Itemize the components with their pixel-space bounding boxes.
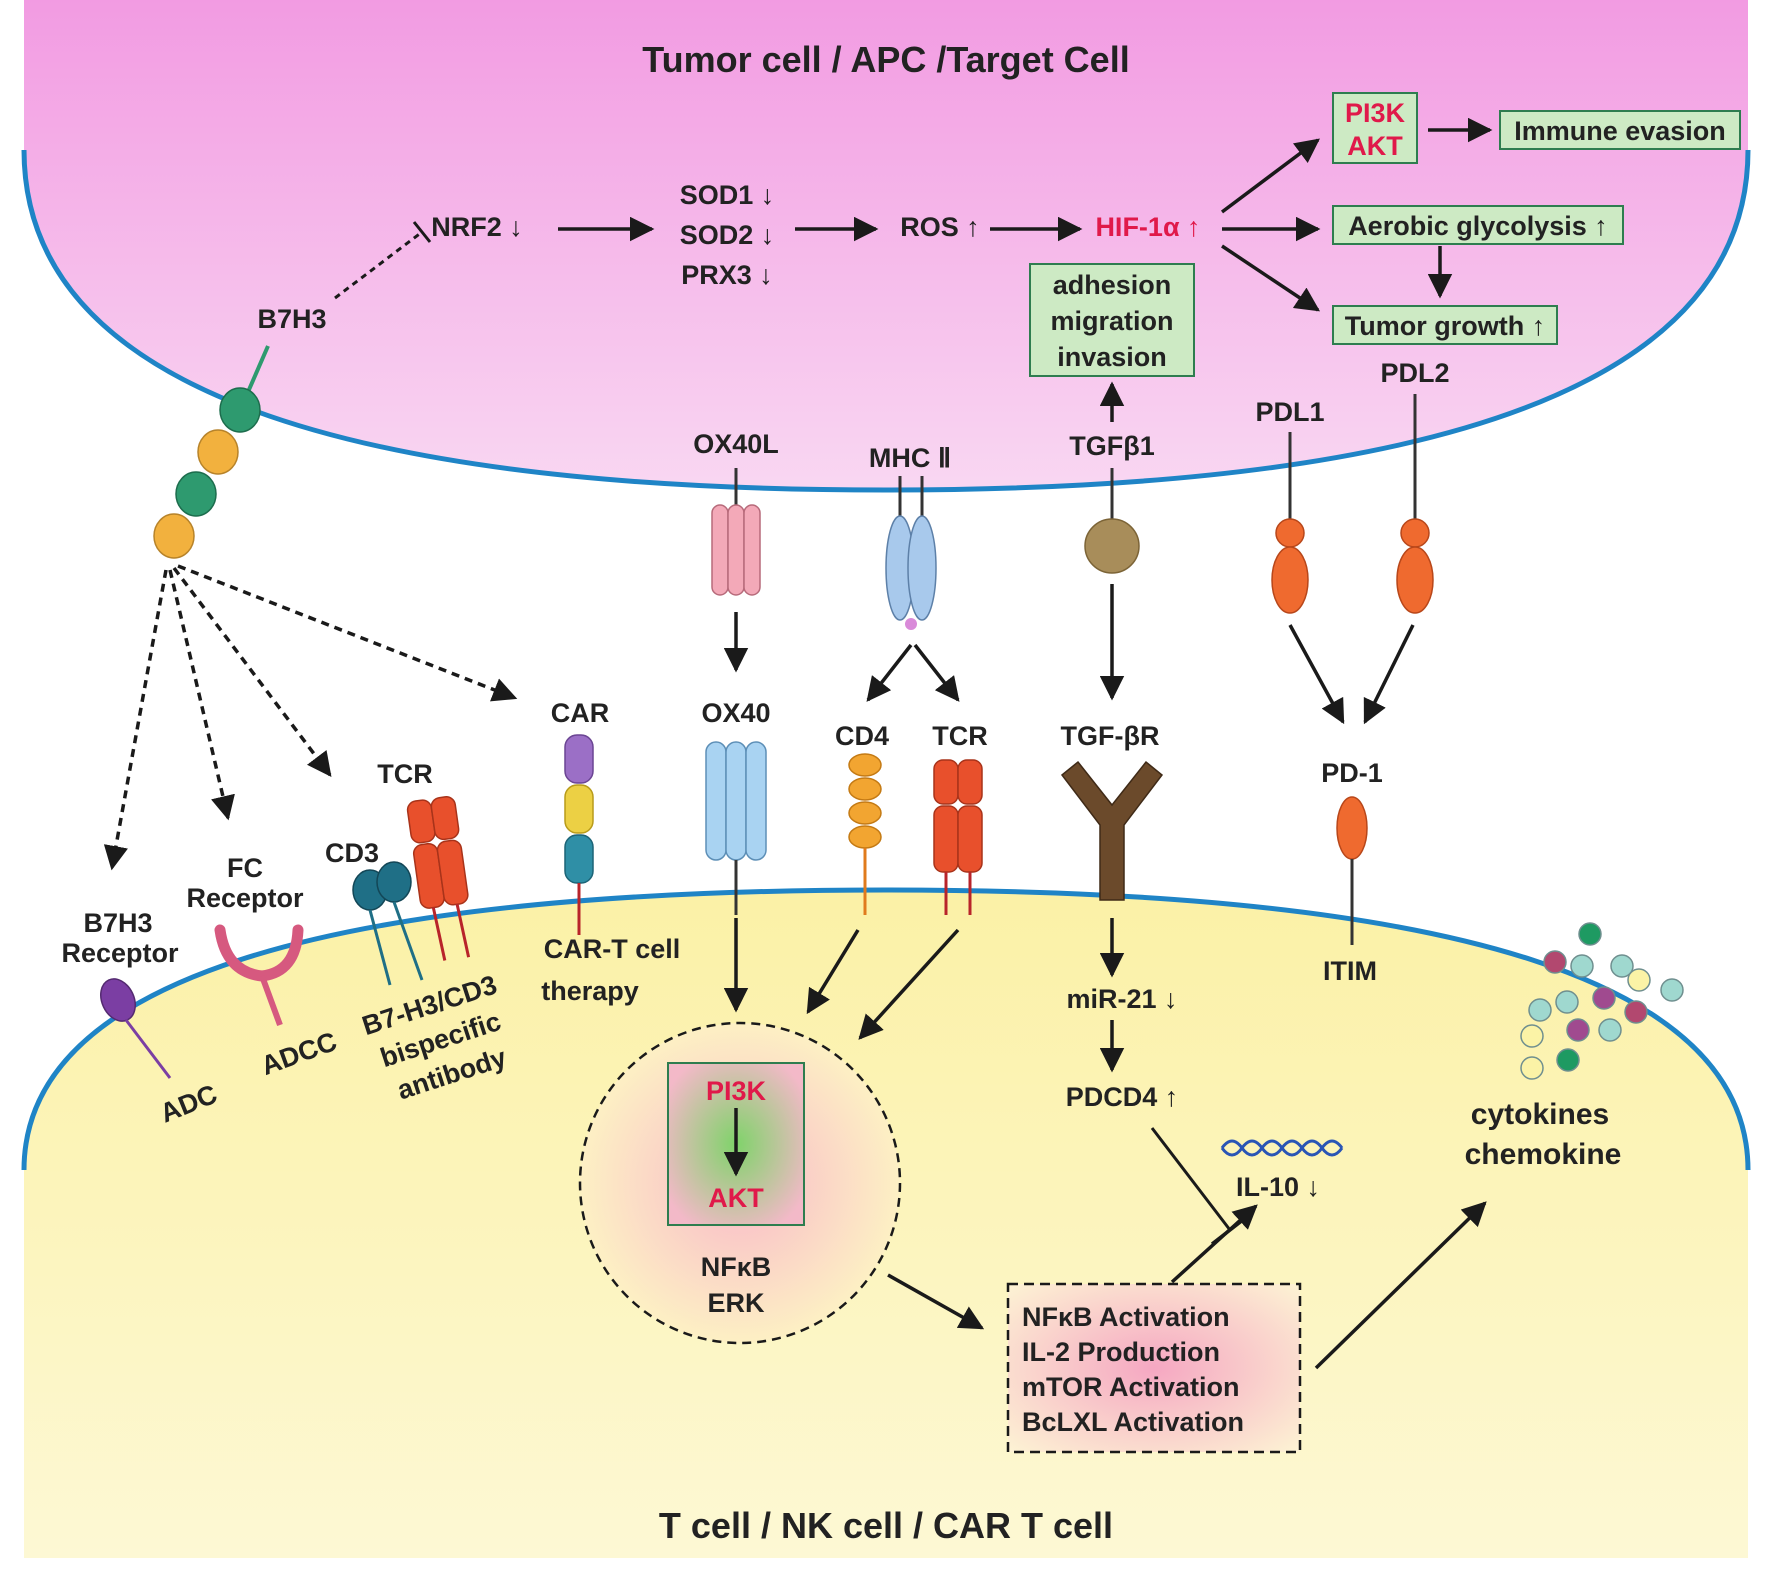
tumor-cell-title: Tumor cell / APC /Target Cell <box>642 39 1129 80</box>
b7h3-receptor-molecule <box>100 978 172 1079</box>
dna-helix-icon <box>1220 1139 1344 1157</box>
mhc-to-cd4-arrow <box>866 643 913 702</box>
cd4-label: CD4 <box>835 721 889 751</box>
tumor-cell-membrane <box>21 149 1751 493</box>
pi3k-label-effector: PI3K <box>706 1076 767 1106</box>
cart-therapy-label-2: therapy <box>541 976 639 1006</box>
car-label: CAR <box>551 698 610 728</box>
car-molecule <box>564 734 594 935</box>
nfkb-label: NFκB <box>701 1252 772 1282</box>
itim-label: ITIM <box>1323 956 1377 986</box>
pdcd4-inhibition-line <box>1150 1127 1232 1231</box>
pdl2-to-pd1-arrow <box>1363 624 1415 725</box>
nucleus-to-activation-arrow <box>887 1273 985 1330</box>
activation-to-il10-arrow <box>1170 1204 1258 1284</box>
ox40l-molecule <box>711 468 761 596</box>
cd3-molecule <box>352 861 424 986</box>
prx3-label: PRX3 ↓ <box>681 260 773 290</box>
cd3-label: CD3 <box>325 838 379 868</box>
tgfbr-molecule <box>1060 760 1164 901</box>
cart-therapy-label-1: CAR-T cell <box>544 934 681 964</box>
pdl2-label: PDL2 <box>1380 358 1449 388</box>
ox40-molecule <box>705 741 767 915</box>
hif1a-label: HIF-1α ↑ <box>1095 212 1200 242</box>
fc-receptor-label-2: Receptor <box>186 883 304 913</box>
b7h3-label: B7H3 <box>257 304 326 334</box>
hif-to-pi3k-arrow <box>1220 138 1320 214</box>
hif-to-tumor-growth-arrow <box>1221 244 1321 312</box>
nrf2-label: NRF2 ↓ <box>431 212 523 242</box>
fc-receptor-molecule <box>214 924 304 1027</box>
aerobic-glycolysis-label: Aerobic glycolysis ↑ <box>1348 211 1608 241</box>
erk-label: ERK <box>707 1288 765 1318</box>
pi3k-label-tumor: PI3K <box>1345 98 1406 128</box>
pdl1-label: PDL1 <box>1255 397 1324 427</box>
b7h3-receptor-label-2: Receptor <box>61 938 179 968</box>
sod1-label: SOD1 ↓ <box>680 180 775 210</box>
akt-label-effector: AKT <box>708 1183 764 1213</box>
tcr-mhc-label: TCR <box>932 721 988 751</box>
ox40-label: OX40 <box>701 698 770 728</box>
immune-evasion-box <box>1499 110 1741 150</box>
migration-label: migration <box>1050 306 1173 336</box>
tgfb1-molecule <box>1084 468 1140 574</box>
b7h3-receptor-label-1: B7H3 <box>83 908 152 938</box>
tgfb1-label: TGFβ1 <box>1069 431 1154 461</box>
activation-item-2: IL-2 Production <box>1022 1337 1220 1367</box>
il10-label: IL-10 ↓ <box>1236 1172 1320 1202</box>
activation-box <box>1006 1282 1302 1454</box>
mir21-label: miR-21 ↓ <box>1066 984 1177 1014</box>
invasion-label: invasion <box>1057 342 1167 372</box>
effector-cell-title: T cell / NK cell / CAR T cell <box>659 1505 1113 1546</box>
chemokine-label: chemokine <box>1465 1138 1622 1171</box>
tcr-molecule-mhc <box>933 759 983 915</box>
tumor-cell-body <box>24 0 1748 490</box>
immune-evasion-label: Immune evasion <box>1514 116 1726 146</box>
ox40l-label: OX40L <box>693 429 779 459</box>
cd4-molecule <box>848 753 882 915</box>
activation-item-3: mTOR Activation <box>1022 1372 1240 1402</box>
tcr-to-nucleus-arrow <box>858 928 960 1040</box>
mhc2-molecule <box>885 476 937 630</box>
tcr-molecule-bispecific <box>406 796 471 961</box>
mhc2-label: MHC Ⅱ <box>869 443 951 473</box>
b7h3-nrf2-inhibition-bar <box>412 221 432 243</box>
tcr-bispecific-label: TCR <box>377 759 433 789</box>
fc-receptor-label-1: FC <box>227 853 263 883</box>
pdl1-to-pd1-arrow <box>1288 624 1345 725</box>
cd4-to-nucleus-arrow <box>806 929 860 1015</box>
akt-label-tumor: AKT <box>1347 131 1403 161</box>
activation-item-1: NFκB Activation <box>1022 1302 1230 1332</box>
pd1-molecule <box>1336 796 1368 945</box>
tumor-growth-box <box>1332 305 1558 345</box>
pd1-label: PD-1 <box>1321 758 1383 788</box>
b7h3-molecule <box>153 345 270 559</box>
adhesion-migration-invasion-box <box>1029 263 1195 377</box>
ros-label: ROS ↑ <box>900 212 980 242</box>
adhesion-label: adhesion <box>1053 270 1172 300</box>
pdl2-molecule <box>1396 394 1434 614</box>
tgfbr-label: TGF-βR <box>1061 721 1160 751</box>
sod2-label: SOD2 ↓ <box>680 220 775 250</box>
aerobic-glycolysis-box <box>1332 205 1624 245</box>
cytokines-label: cytokines <box>1471 1098 1609 1131</box>
tumor-growth-label: Tumor growth ↑ <box>1345 311 1545 341</box>
b7h3-nrf2-inhibition-line <box>334 230 423 300</box>
activation-to-cytokines-arrow <box>1314 1201 1487 1370</box>
pdcd4-label: PDCD4 ↑ <box>1066 1082 1179 1112</box>
mhc-to-tcr-arrow <box>913 643 960 702</box>
b7h3-therapy-arrows <box>103 564 518 871</box>
pdl1-molecule <box>1271 432 1309 614</box>
activation-item-4: BcLXL Activation <box>1022 1407 1244 1437</box>
cytokine-particles <box>1520 922 1684 1080</box>
pi3k-akt-box-tumor <box>1332 92 1418 164</box>
